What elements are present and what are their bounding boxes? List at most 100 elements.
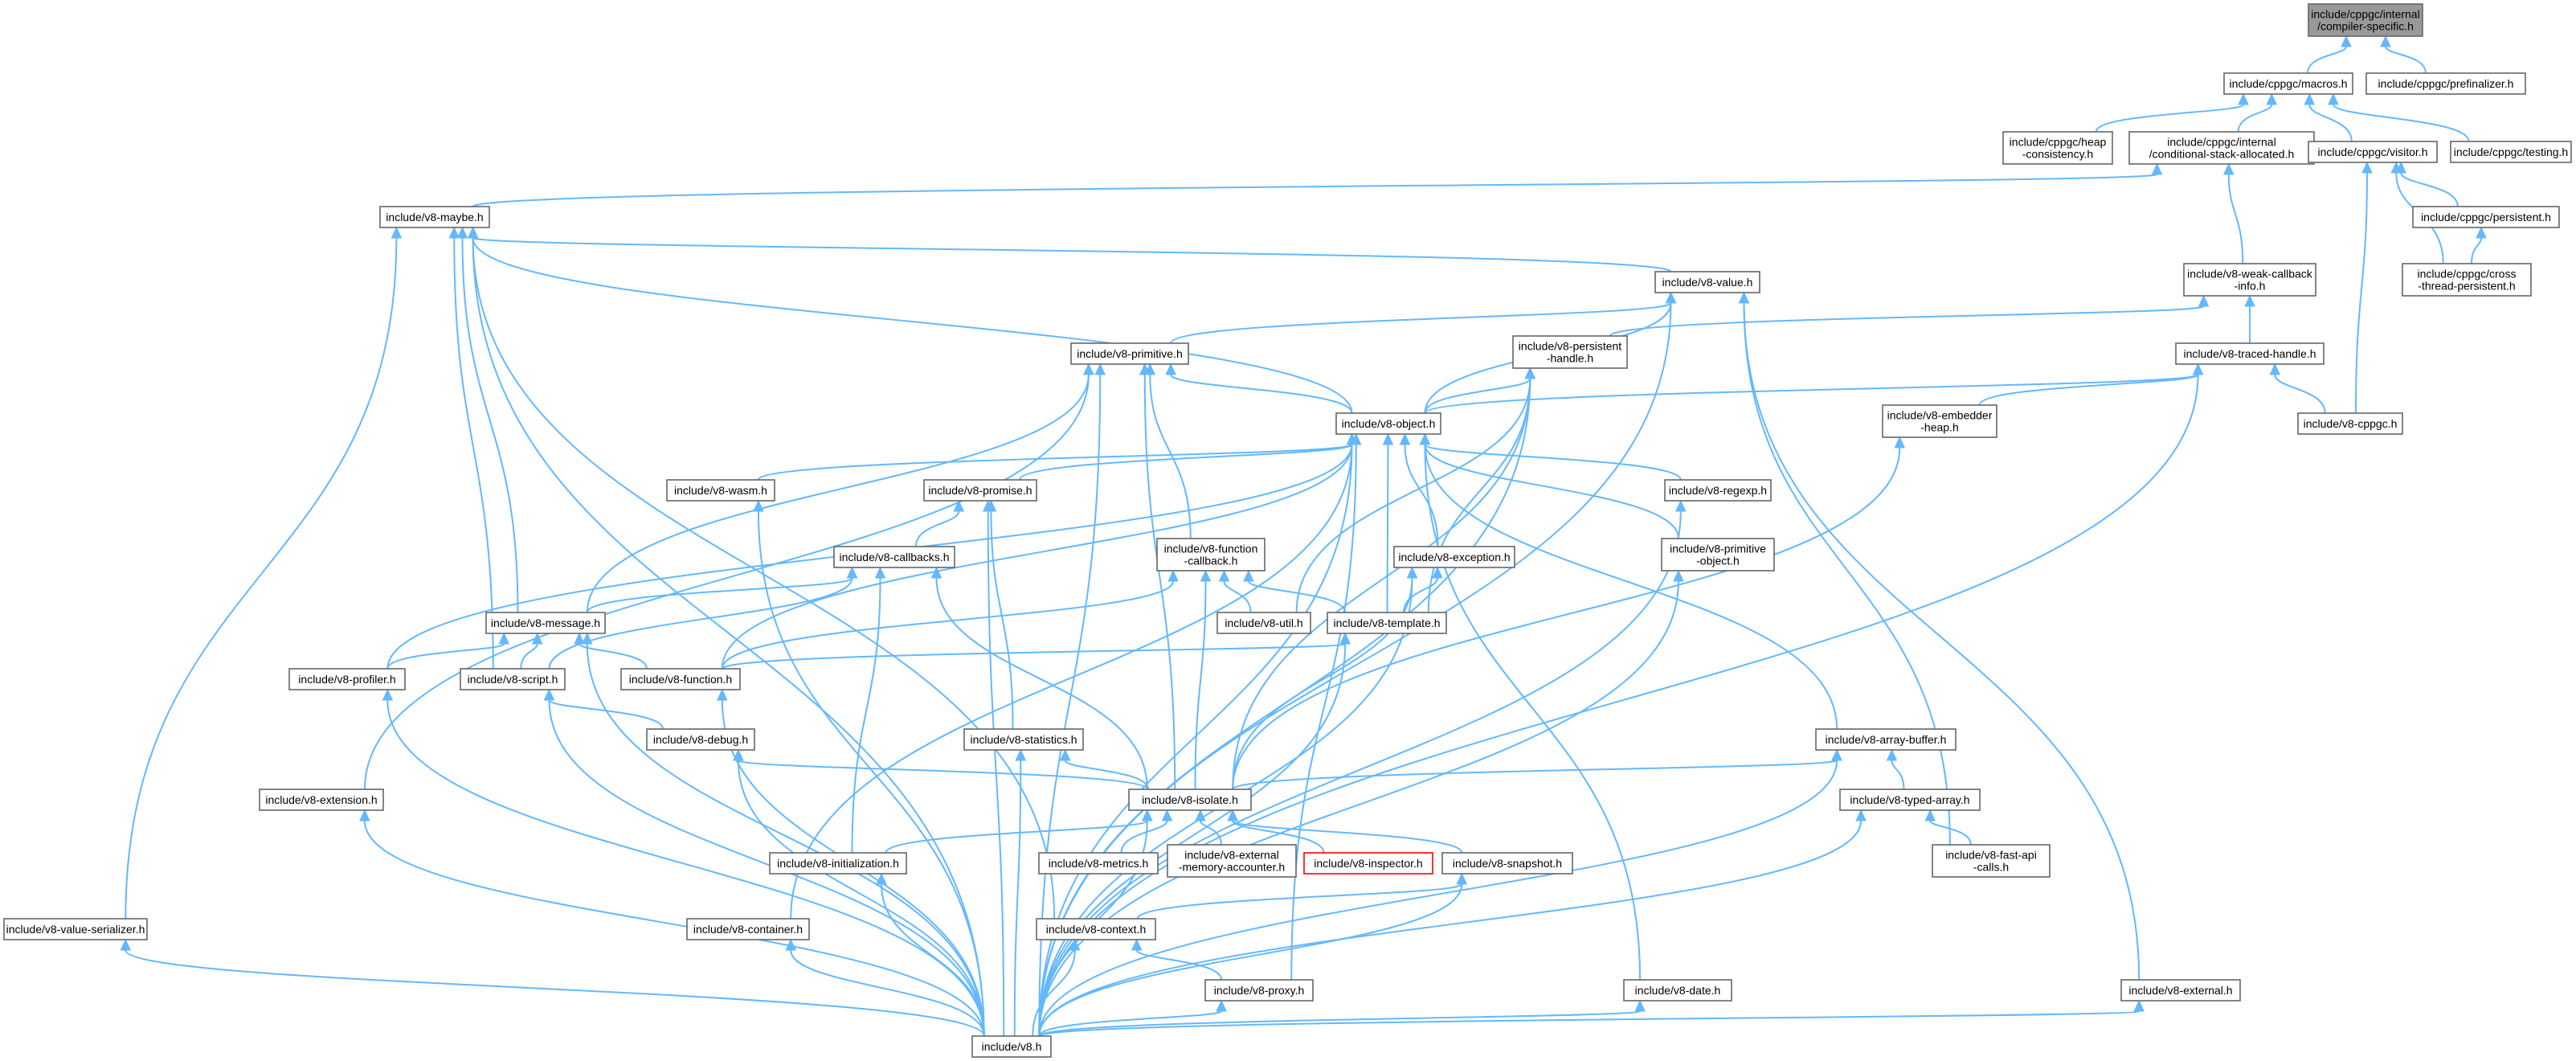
graph-node-primitive-object[interactable]: include/v8-primitive-object.h bbox=[1661, 538, 1775, 571]
node-box[interactable] bbox=[1167, 844, 1297, 878]
graph-node-metrics[interactable]: include/v8-metrics.h bbox=[1038, 852, 1159, 875]
graph-node-script[interactable]: include/v8-script.h bbox=[460, 668, 566, 690]
node-box[interactable] bbox=[1036, 918, 1156, 940]
node-box[interactable] bbox=[2128, 131, 2315, 165]
node-box[interactable] bbox=[1156, 538, 1266, 571]
graph-node-callbacks[interactable]: include/v8-callbacks.h bbox=[833, 546, 955, 568]
graph-node-v8-cppgc[interactable]: include/v8-cppgc.h bbox=[2297, 412, 2403, 435]
node-box[interactable] bbox=[923, 479, 1037, 502]
graph-node-embedder-heap[interactable]: include/v8-embedder-heap.h bbox=[1882, 404, 1997, 438]
node-box[interactable] bbox=[2308, 3, 2423, 37]
graph-node-date[interactable]: include/v8-date.h bbox=[1623, 979, 1732, 1002]
node-box[interactable] bbox=[259, 789, 384, 811]
graph-node-context[interactable]: include/v8-context.h bbox=[1036, 918, 1156, 940]
graph-node-compiler-specific[interactable]: include/cppgc/internal/compiler-specific… bbox=[2308, 3, 2423, 37]
graph-node-maybe[interactable]: include/v8-maybe.h bbox=[379, 206, 490, 228]
node-box[interactable] bbox=[2308, 141, 2438, 163]
graph-node-prefinalizer[interactable]: include/cppgc/prefinalizer.h bbox=[2365, 72, 2526, 95]
node-box[interactable] bbox=[1661, 538, 1775, 571]
graph-node-promise[interactable]: include/v8-promise.h bbox=[923, 479, 1037, 502]
node-box[interactable] bbox=[379, 206, 490, 228]
node-box[interactable] bbox=[2412, 206, 2560, 228]
graph-node-initialization[interactable]: include/v8-initialization.h bbox=[769, 852, 907, 875]
node-box[interactable] bbox=[1038, 852, 1159, 875]
node-box[interactable] bbox=[460, 668, 566, 690]
node-box[interactable] bbox=[1839, 789, 1981, 811]
node-box[interactable] bbox=[963, 728, 1084, 751]
graph-node-isolate[interactable]: include/v8-isolate.h bbox=[1128, 789, 1252, 811]
graph-node-conditional-stack[interactable]: include/cppgc/internal/conditional-stack… bbox=[2128, 131, 2315, 165]
node-box[interactable] bbox=[485, 612, 606, 634]
node-box[interactable] bbox=[3, 918, 148, 940]
node-box[interactable] bbox=[769, 852, 907, 875]
graph-node-wasm[interactable]: include/v8-wasm.h bbox=[666, 479, 775, 502]
graph-node-template[interactable]: include/v8-template.h bbox=[1327, 612, 1447, 634]
node-box[interactable] bbox=[666, 479, 775, 502]
node-box[interactable] bbox=[1335, 412, 1441, 435]
node-box[interactable] bbox=[1512, 335, 1628, 369]
node-box[interactable] bbox=[1204, 979, 1314, 1002]
node-box[interactable] bbox=[1441, 852, 1573, 875]
graph-node-external-memory[interactable]: include/v8-external-memory-accounter.h bbox=[1167, 844, 1297, 878]
node-box[interactable] bbox=[2002, 131, 2113, 165]
node-box[interactable] bbox=[620, 668, 741, 690]
node-box[interactable] bbox=[2120, 979, 2241, 1002]
node-box[interactable] bbox=[2402, 263, 2532, 297]
node-box[interactable] bbox=[1932, 844, 2051, 878]
graph-node-traced-handle[interactable]: include/v8-traced-handle.h bbox=[2175, 342, 2325, 365]
graph-node-container[interactable]: include/v8-container.h bbox=[686, 918, 810, 940]
node-box[interactable] bbox=[1393, 546, 1515, 568]
graph-node-debug[interactable]: include/v8-debug.h bbox=[646, 728, 755, 751]
node-box[interactable] bbox=[1128, 789, 1252, 811]
graph-node-exception[interactable]: include/v8-exception.h bbox=[1393, 546, 1515, 568]
node-box[interactable] bbox=[686, 918, 810, 940]
node-box[interactable] bbox=[1303, 852, 1433, 875]
graph-node-typed-array[interactable]: include/v8-typed-array.h bbox=[1839, 789, 1981, 811]
node-box[interactable] bbox=[1882, 404, 1997, 438]
graph-node-util[interactable]: include/v8-util.h bbox=[1216, 612, 1311, 634]
graph-node-value-serializer[interactable]: include/v8-value-serializer.h bbox=[3, 918, 148, 940]
graph-node-weak-callback[interactable]: include/v8-weak-callback-info.h bbox=[2183, 263, 2316, 297]
node-box[interactable] bbox=[288, 668, 406, 690]
node-box[interactable] bbox=[1327, 612, 1447, 634]
graph-node-cross-thread[interactable]: include/cppgc/cross-thread-persistent.h bbox=[2402, 263, 2532, 297]
graph-node-primitive[interactable]: include/v8-primitive.h bbox=[1070, 342, 1189, 365]
graph-node-array-buffer[interactable]: include/v8-array-buffer.h bbox=[1815, 728, 1957, 751]
graph-node-value[interactable]: include/v8-value.h bbox=[1654, 271, 1760, 293]
node-box[interactable] bbox=[2175, 342, 2325, 365]
node-box[interactable] bbox=[646, 728, 755, 751]
node-box[interactable] bbox=[971, 1035, 1052, 1058]
graph-node-inspector[interactable]: include/v8-inspector.h bbox=[1303, 852, 1433, 875]
node-box[interactable] bbox=[2183, 263, 2316, 297]
graph-node-testing[interactable]: include/cppgc/testing.h bbox=[2450, 141, 2572, 163]
graph-node-macros[interactable]: include/cppgc/macros.h bbox=[2223, 72, 2353, 95]
graph-node-external[interactable]: include/v8-external.h bbox=[2120, 979, 2241, 1002]
graph-node-cppgc-persistent[interactable]: include/cppgc/persistent.h bbox=[2412, 206, 2560, 228]
graph-node-function[interactable]: include/v8-function.h bbox=[620, 668, 741, 690]
graph-node-statistics[interactable]: include/v8-statistics.h bbox=[963, 728, 1084, 751]
graph-node-message[interactable]: include/v8-message.h bbox=[485, 612, 606, 634]
graph-node-fast-api[interactable]: include/v8-fast-api-calls.h bbox=[1932, 844, 2051, 878]
node-box[interactable] bbox=[1654, 271, 1760, 293]
graph-node-heap-consistency[interactable]: include/cppgc/heap-consistency.h bbox=[2002, 131, 2113, 165]
node-box[interactable] bbox=[833, 546, 955, 568]
graph-node-function-callback[interactable]: include/v8-function-callback.h bbox=[1156, 538, 1266, 571]
graph-node-persistent-handle[interactable]: include/v8-persistent-handle.h bbox=[1512, 335, 1628, 369]
graph-node-extension[interactable]: include/v8-extension.h bbox=[259, 789, 384, 811]
node-box[interactable] bbox=[1664, 479, 1772, 502]
graph-node-v8[interactable]: include/v8.h bbox=[971, 1035, 1052, 1058]
node-box[interactable] bbox=[2297, 412, 2403, 435]
graph-node-profiler[interactable]: include/v8-profiler.h bbox=[288, 668, 406, 690]
node-box[interactable] bbox=[2223, 72, 2353, 95]
graph-node-snapshot[interactable]: include/v8-snapshot.h bbox=[1441, 852, 1573, 875]
graph-node-object[interactable]: include/v8-object.h bbox=[1335, 412, 1441, 435]
node-box[interactable] bbox=[1815, 728, 1957, 751]
node-box[interactable] bbox=[1623, 979, 1732, 1002]
graph-node-proxy[interactable]: include/v8-proxy.h bbox=[1204, 979, 1314, 1002]
node-box[interactable] bbox=[2450, 141, 2572, 163]
node-box[interactable] bbox=[1070, 342, 1189, 365]
node-box[interactable] bbox=[2365, 72, 2526, 95]
graph-node-regexp[interactable]: include/v8-regexp.h bbox=[1664, 479, 1772, 502]
graph-node-visitor[interactable]: include/cppgc/visitor.h bbox=[2308, 141, 2438, 163]
node-box[interactable] bbox=[1216, 612, 1311, 634]
